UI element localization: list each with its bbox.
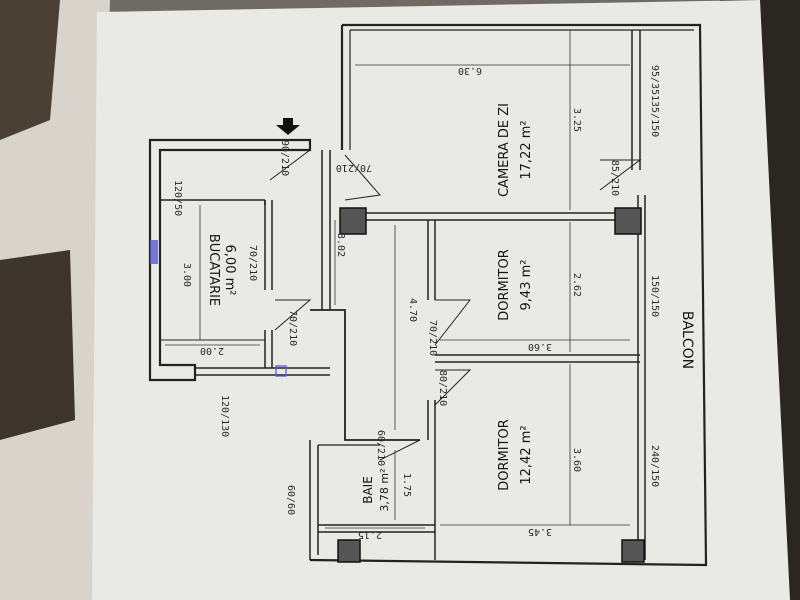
columns (337, 207, 645, 563)
kitchen-corridor-wall (264, 200, 273, 290)
door-swing-bedroom-1 (434, 299, 472, 346)
dim-630: 6.30 (458, 65, 482, 76)
opening-labels: 90/210 70/210 70/210 70/210 70/210 80/21… (172, 65, 660, 515)
outer-wall-right (309, 23, 708, 567)
dim-262: 2.62 (571, 273, 582, 297)
room-dormitor-1: DORMITOR 9,43 m² (497, 249, 534, 321)
opening-60-60: 60/60 (285, 485, 296, 515)
bath-bottom-wall (318, 524, 435, 533)
opening-135: 135/150 (649, 95, 660, 137)
column-4 (621, 539, 645, 563)
opening-95-35: 95/35 (649, 65, 660, 95)
door-swing-living (344, 154, 381, 201)
bedroom-divider-wall (435, 354, 640, 363)
room-baie: BAIE 3,78 m² (361, 468, 391, 511)
opening-120-130: 120/130 (219, 395, 230, 437)
room-name: CAMERA DE ZI (497, 103, 512, 197)
kitchen-marker (150, 240, 158, 264)
door-swing-balcony (599, 159, 642, 191)
room-name: DORMITOR (497, 249, 512, 321)
room-area: 12,42 m² (519, 425, 534, 484)
dimension-lines (165, 30, 630, 529)
kitchen-window-wall (195, 367, 330, 376)
room-name: BALCON (679, 311, 695, 369)
shoe-shadow-bottom (0, 250, 75, 440)
opening-85-210: 85/210 (609, 160, 620, 196)
dim-360a: 3.60 (528, 341, 552, 352)
column-3 (337, 539, 361, 563)
corridor-wall-left (321, 150, 331, 310)
kitchen-corridor-wall-lower (264, 330, 273, 368)
room-bucatarie: BUCATARIE 6,00 m² (206, 234, 237, 306)
opening-70-210c: 70/210 (287, 310, 298, 346)
room-name: BUCATARIE (206, 234, 221, 306)
room-area: 17,22 m² (519, 120, 534, 179)
room-area: 6,00 m² (222, 245, 237, 296)
corridor-wall-right-lower (427, 400, 436, 560)
walls (148, 23, 708, 567)
column-1 (339, 207, 367, 235)
shoe-shadow-top (0, 0, 60, 140)
vent-marker (275, 365, 287, 377)
room-camera-de-zi: CAMERA DE ZI 17,22 m² (497, 103, 534, 197)
living-bedroom-wall (345, 212, 615, 221)
facade-wall (637, 195, 646, 560)
entrance-arrow-icon (276, 118, 300, 135)
opening-150-150: 150/150 (649, 275, 660, 317)
room-area: 3,78 m² (378, 468, 391, 511)
dim-200: 2.00 (200, 345, 224, 356)
door-swings (269, 149, 642, 461)
dim-470: 4.70 (407, 298, 418, 322)
corridor-wall-right-upper (427, 220, 436, 300)
door-swing-entrance (269, 149, 311, 181)
opening-70-210a: 70/210 (336, 162, 372, 173)
dim-345: 3.45 (528, 526, 552, 537)
room-dormitor-2: DORMITOR 12,42 m² (497, 419, 534, 491)
dim-325: 3.25 (571, 108, 582, 132)
opening-70-210d: 70/210 (427, 320, 438, 356)
dim-360b: 3.60 (571, 448, 582, 472)
door-swing-kitchen (274, 299, 312, 331)
opening-90-210: 90/210 (279, 140, 290, 176)
room-name: BAIE (361, 476, 375, 504)
facade-wall-upper (631, 30, 641, 170)
opening-240-150: 240/150 (649, 445, 660, 487)
room-name: DORMITOR (497, 419, 512, 491)
opening-120-50: 120/50 (172, 180, 183, 216)
door-swing-bath (379, 439, 421, 461)
bath-wall-left (309, 440, 319, 560)
kitchen-outer-wall (148, 138, 312, 382)
opening-70-210b: 70/210 (247, 245, 258, 281)
dim-215: 2.15 (358, 529, 382, 540)
dim-302: 3.02 (335, 233, 346, 257)
column-2 (614, 207, 642, 235)
opening-80-210: 80/210 (437, 370, 448, 406)
room-balcon: BALCON (679, 311, 695, 369)
room-area: 9,43 m² (519, 260, 534, 311)
dim-175: 1.75 (401, 473, 412, 497)
dimension-labels: 6.30 3.25 2.62 3.60 3.60 3.45 3.02 4.70 … (181, 65, 582, 540)
dim-300: 3.00 (181, 263, 192, 287)
opening-60-210: 60/210 (375, 430, 386, 466)
door-swing-bedroom-2 (434, 369, 472, 406)
